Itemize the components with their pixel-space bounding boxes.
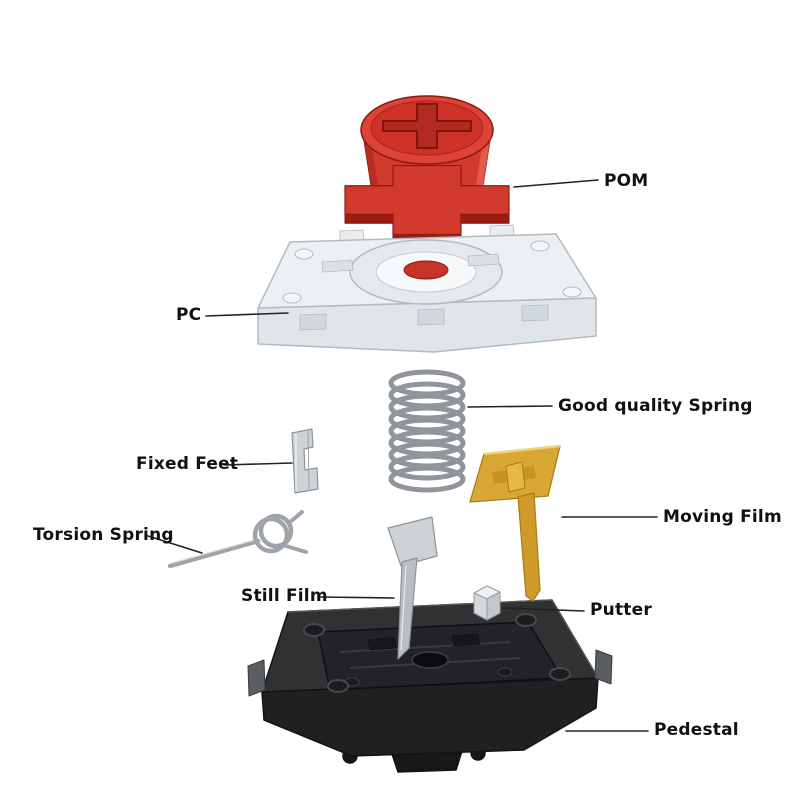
pom-leader-line (513, 179, 599, 188)
spring-label: Good quality Spring (558, 396, 753, 416)
pc-label: PC (176, 305, 202, 325)
pc-top-housing-graphic (257, 224, 597, 353)
fixed-feet-leader-line (223, 462, 293, 466)
putter-label: Putter (590, 600, 652, 620)
leader-lines (147, 179, 658, 732)
still-film-label: Still Film (241, 586, 328, 606)
pom-label: POM (604, 171, 649, 191)
still-film-leader-line (319, 596, 395, 599)
pedestal-base-graphic (247, 599, 613, 773)
fixed-feet-label: Fixed Feet (136, 454, 239, 474)
pedestal-label: Pedestal (654, 720, 739, 740)
torsion-spring-leader-line (147, 535, 203, 554)
pom-stem-graphic (345, 95, 509, 243)
putter-graphic (473, 585, 501, 621)
moving-film-graphic (469, 444, 561, 602)
fixed-feet-graphic (291, 428, 319, 494)
putter-leader-line (503, 607, 585, 612)
pc-leader-line (205, 312, 289, 317)
still-film-graphic (387, 516, 438, 660)
spring-leader-line (467, 405, 553, 408)
torsion-spring-graphic (167, 510, 308, 569)
moving-film-label: Moving Film (663, 507, 782, 527)
coil-spring-graphic (388, 369, 466, 493)
torsion-spring-label: Torsion Spring (33, 525, 174, 545)
